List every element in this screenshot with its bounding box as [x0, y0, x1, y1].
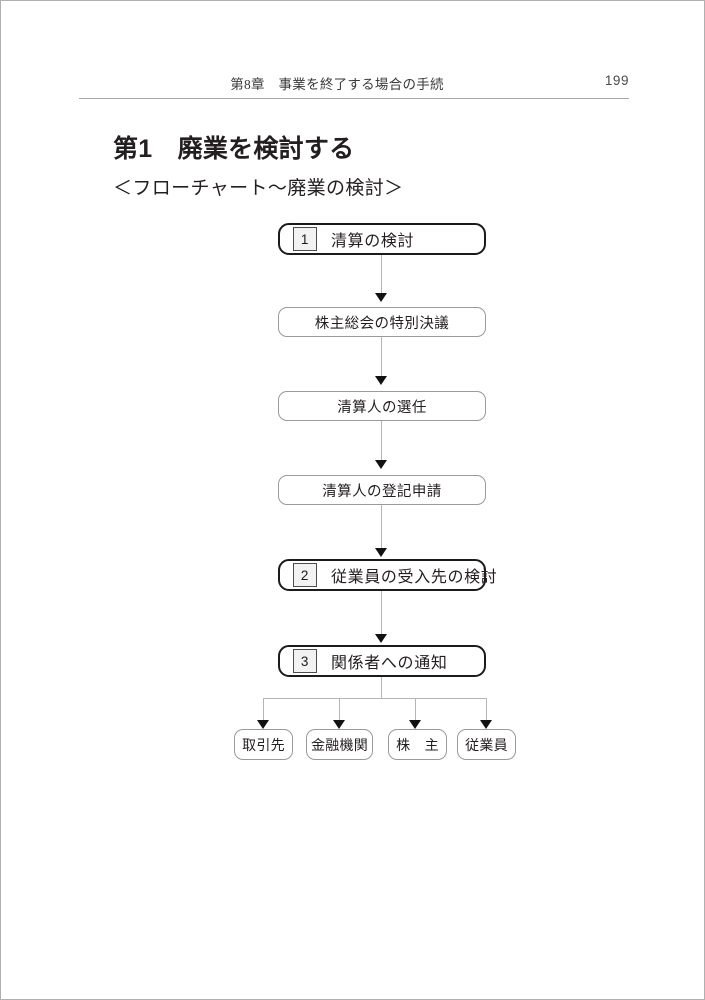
flow-leaf-4-label: 従業員	[465, 736, 508, 753]
header-divider	[79, 98, 629, 99]
connector-4-5	[381, 505, 383, 549]
arrowhead-4-5-icon	[375, 548, 387, 557]
flow-leaf-4: 従業員	[457, 729, 516, 760]
flow-node-2-label: 株主総会の特別決議	[314, 315, 450, 332]
flow-leaf-3: 株 主	[388, 729, 447, 760]
subsection-title: ＜フローチャート～廃業の検討＞	[113, 178, 404, 199]
arrowhead-1-2-icon	[375, 293, 387, 302]
flow-node-5-number: 2	[293, 563, 317, 587]
flow-leaf-2: 金融機関	[306, 729, 373, 760]
flow-node-2: 株主総会の特別決議	[278, 307, 486, 337]
connector-2-3	[381, 337, 383, 377]
flow-node-1-number: 1	[293, 227, 317, 251]
connector-3-4	[381, 421, 383, 461]
page-number: 199	[604, 73, 629, 88]
branch-drop-4	[486, 698, 488, 723]
flow-node-1-label: 清算の検討	[331, 233, 415, 250]
flow-node-5-label: 従業員の受入先の検討	[331, 569, 498, 586]
connector-1-2	[381, 255, 383, 295]
flow-node-5: 2 従業員の受入先の検討	[278, 559, 497, 591]
arrowhead-leaf-1-icon	[257, 720, 269, 729]
flow-node-6-number: 3	[293, 649, 317, 673]
flow-leaf-1: 取引先	[234, 729, 293, 760]
arrowhead-leaf-4-icon	[480, 720, 492, 729]
arrowhead-2-3-icon	[375, 376, 387, 385]
flow-node-4: 清算人の登記申請	[278, 475, 486, 505]
branch-stem	[381, 677, 383, 699]
page-title: 第1 廃業を検討する	[113, 135, 355, 163]
flow-node-6: 3 関係者への通知	[278, 645, 486, 677]
flow-leaf-1-label: 取引先	[242, 736, 285, 753]
branch-drop-3	[415, 698, 417, 723]
flow-node-6-label: 関係者への通知	[331, 655, 448, 672]
connector-5-6	[381, 591, 383, 635]
branch-bus	[263, 698, 486, 700]
flow-leaf-2-label: 金融機関	[310, 736, 369, 753]
branch-drop-2	[339, 698, 341, 723]
flow-leaf-3-label: 株 主	[396, 736, 439, 753]
flow-node-1: 1 清算の検討	[278, 223, 486, 255]
arrowhead-5-6-icon	[375, 634, 387, 643]
flow-node-3-label: 清算人の選任	[337, 399, 427, 416]
flow-node-3: 清算人の選任	[278, 391, 486, 421]
arrowhead-leaf-3-icon	[409, 720, 421, 729]
arrowhead-leaf-2-icon	[333, 720, 345, 729]
flow-node-4-label: 清算人の登記申請	[322, 483, 442, 500]
branch-drop-1	[263, 698, 265, 723]
running-header: 第8章 事業を終了する場合の手続 199	[79, 69, 629, 97]
arrowhead-3-4-icon	[375, 460, 387, 469]
running-header-title: 第8章 事業を終了する場合の手続	[230, 77, 444, 92]
